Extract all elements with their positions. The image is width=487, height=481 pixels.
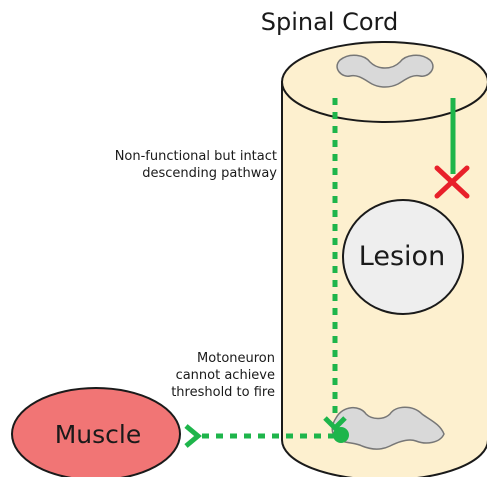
lesion-label: Lesion <box>342 241 462 272</box>
motoneuron-note-line-2: cannot achieve <box>75 367 275 384</box>
motoneuron-soma <box>333 427 349 443</box>
descending-note-line-2: descending pathway <box>57 165 277 182</box>
motoneuron-note-line-3: threshold to fire <box>75 384 275 401</box>
motoneuron-note-line-1: Motoneuron <box>75 350 275 367</box>
motoneuron-note: Motoneuron cannot achieve threshold to f… <box>75 350 275 401</box>
diagram-title: Spinal Cord <box>0 8 487 36</box>
muscle-label: Muscle <box>18 420 178 449</box>
axon-arrowhead <box>186 426 198 446</box>
descending-note-line-1: Non-functional but intact <box>57 148 277 165</box>
descending-pathway-note: Non-functional but intact descending pat… <box>57 148 277 182</box>
